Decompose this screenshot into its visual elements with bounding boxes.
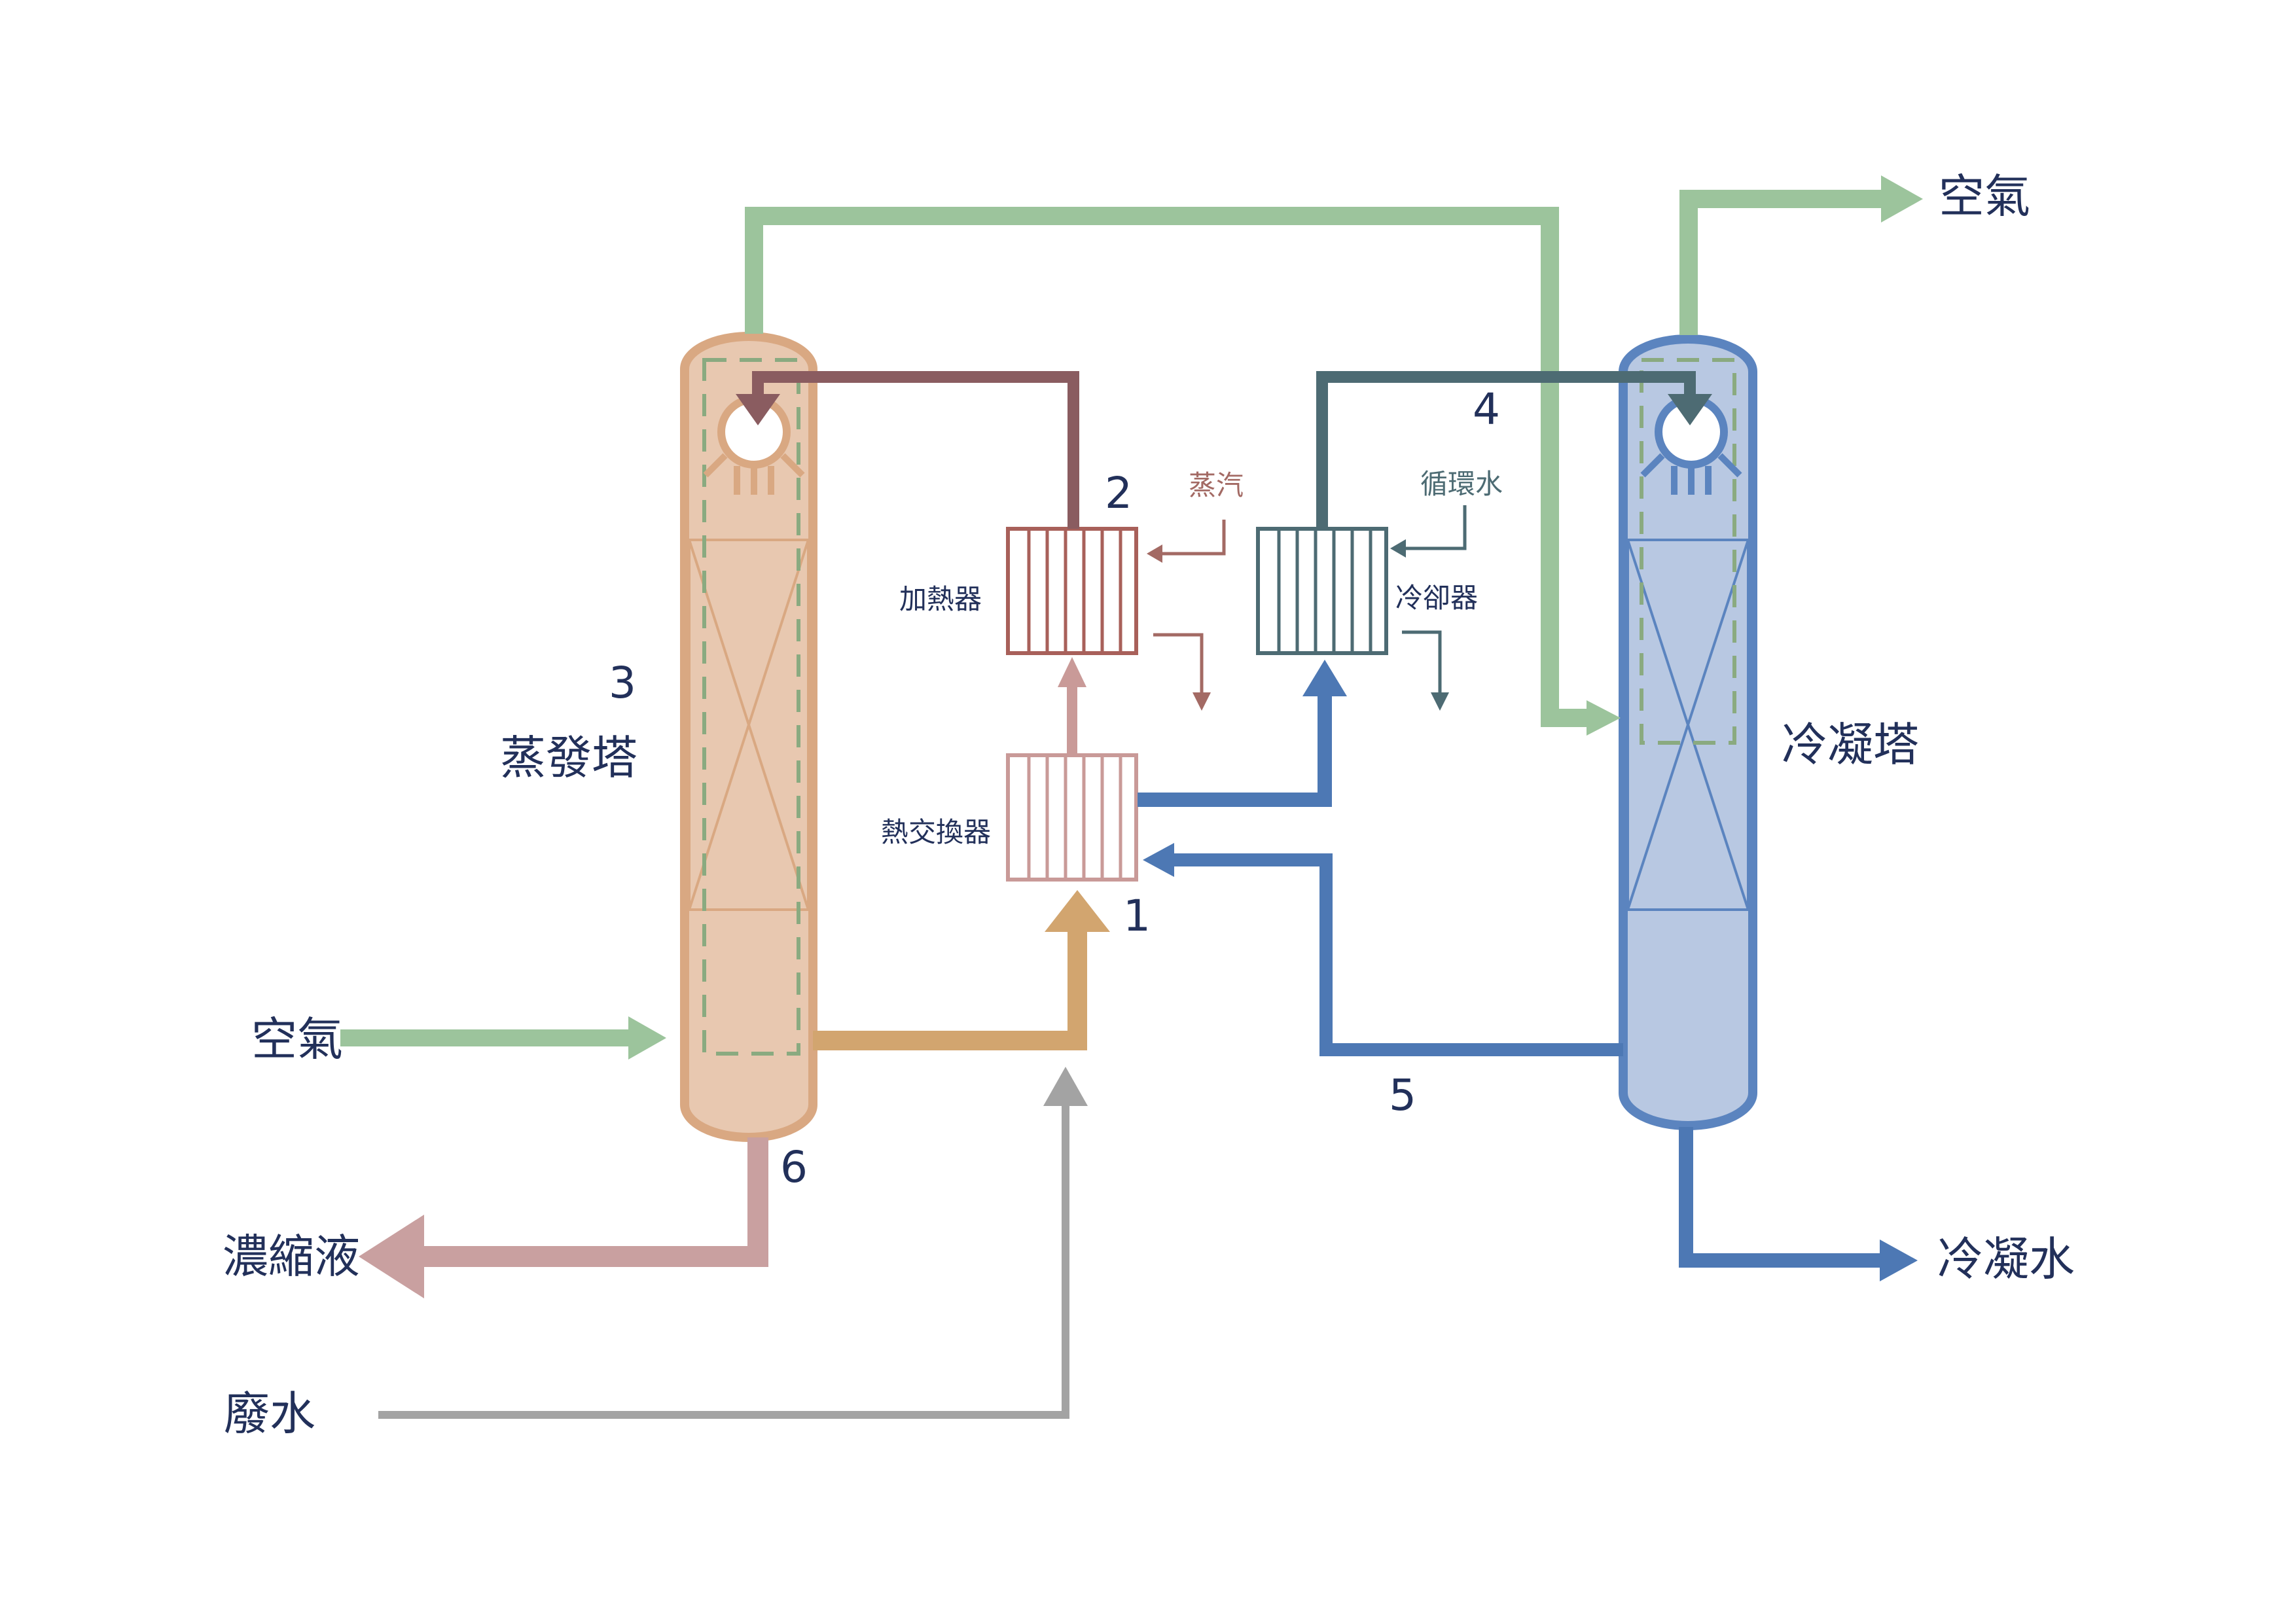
- label-steam: 蒸汽: [1189, 469, 1244, 501]
- air-flow-lines: [340, 175, 1923, 1060]
- label-air-inlet: 空氣: [251, 1012, 343, 1066]
- label-heater: 加熱器: [899, 583, 982, 615]
- marker-3: 3: [609, 658, 636, 708]
- condenser-tower: [1619, 334, 1757, 1130]
- evaporator-air-path-dashed: [702, 358, 800, 1056]
- exchanger-to-cooler-flow: [1138, 660, 1347, 807]
- label-wastewater: 廢水: [224, 1387, 315, 1440]
- marker-2: 2: [1105, 468, 1132, 518]
- cooler-to-condenser-flow: [1316, 371, 1712, 529]
- exchanger-to-heater-flow: [1058, 657, 1086, 755]
- condenser-air-path-dashed: [1640, 358, 1736, 745]
- circulating-water-outlet-arrow: [1402, 630, 1449, 711]
- label-circulating-water: 循環水: [1420, 468, 1503, 500]
- steam-outlet-arrow: [1153, 633, 1211, 711]
- marker-5: 5: [1389, 1070, 1416, 1120]
- label-condensate: 冷凝水: [1937, 1232, 2075, 1286]
- label-concentrate: 濃縮液: [223, 1230, 360, 1283]
- label-evaporator: 蒸發塔: [500, 731, 637, 785]
- hot-feed-flow: [813, 890, 1110, 1050]
- label-condenser: 冷凝塔: [1782, 718, 1919, 772]
- circulating-water-inlet-arrow: [1390, 505, 1467, 558]
- evaporator-packing: [688, 539, 810, 911]
- marker-4: 4: [1473, 384, 1500, 435]
- air-inlet-arrow: [628, 1016, 666, 1060]
- label-air-outlet: 空氣: [1939, 169, 2030, 223]
- concentrate-outlet-flow: [359, 1137, 768, 1298]
- air-outlet-pipe: [1679, 190, 1890, 335]
- wastewater-inlet-flow: [378, 1067, 1088, 1419]
- steam-inlet-arrow: [1147, 520, 1226, 563]
- label-cooler: 冷卻器: [1395, 582, 1478, 614]
- condensate-outlet-flow: [1679, 1127, 1918, 1281]
- condenser-packing: [1626, 539, 1749, 911]
- air-transfer-pipe: [745, 207, 1589, 727]
- label-heat-exchanger: 熱交換器: [881, 816, 991, 848]
- condenser-to-exchanger-flow: [1143, 843, 1623, 1056]
- condenser-sprayer-icon: [1640, 395, 1742, 495]
- heat-exchanger: [1006, 753, 1138, 882]
- marker-6: 6: [780, 1142, 808, 1192]
- cooler: [1256, 527, 1388, 655]
- air-outlet-arrow: [1881, 175, 1923, 223]
- marker-1: 1: [1123, 891, 1151, 941]
- heater-to-evaporator-flow: [736, 371, 1079, 529]
- heater: [1006, 527, 1138, 655]
- air-transfer-arrow: [1587, 700, 1621, 736]
- evaporator-tower: [680, 332, 817, 1142]
